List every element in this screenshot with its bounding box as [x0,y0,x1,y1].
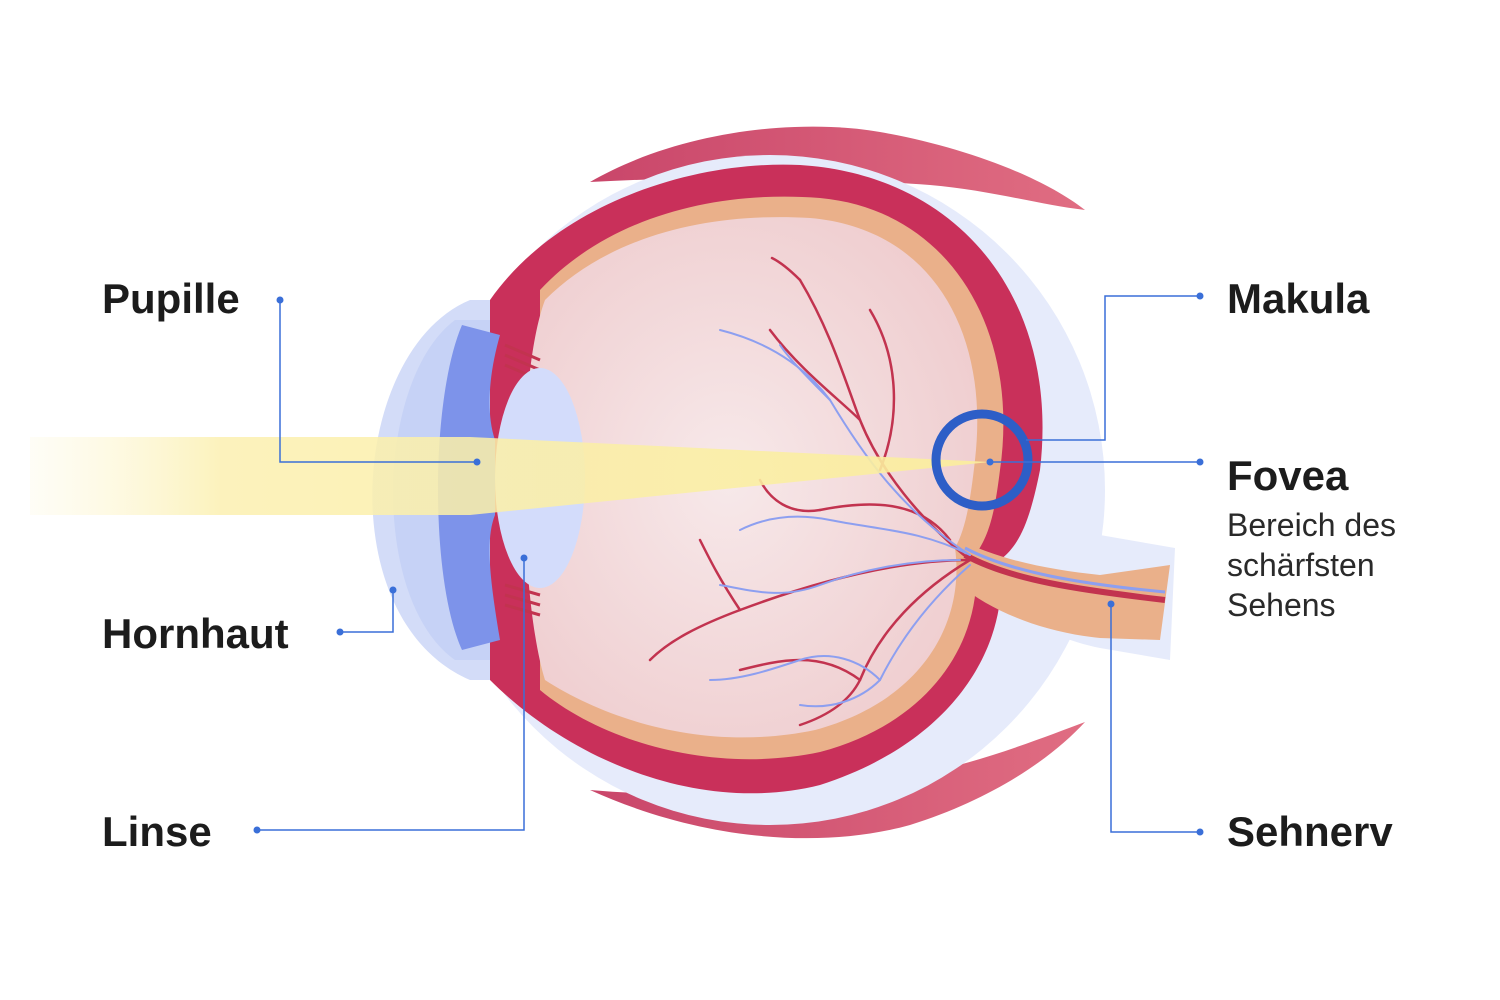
fovea-description-line: schärfsten [1227,547,1375,583]
label-hornhaut: Hornhaut [102,610,289,657]
label-pupille: Pupille [102,275,240,322]
label-linse: Linse [102,808,212,855]
label-makula: Makula [1227,275,1370,322]
light-beam [30,437,990,515]
retinal-blood-vessels [648,256,972,727]
label-fovea: Fovea [1227,452,1349,499]
optic-nerve [960,540,1170,640]
leader-dots [253,292,1204,836]
fovea-description-line: Sehens [1227,587,1336,623]
fovea-description-line: Bereich des [1227,507,1396,543]
label-sehnerv: Sehnerv [1227,808,1393,855]
leader-lines [257,295,1200,833]
macula-fovea-ring [931,409,1033,511]
label-fovea-description: Bereich des schärfsten Sehens [1227,505,1396,625]
